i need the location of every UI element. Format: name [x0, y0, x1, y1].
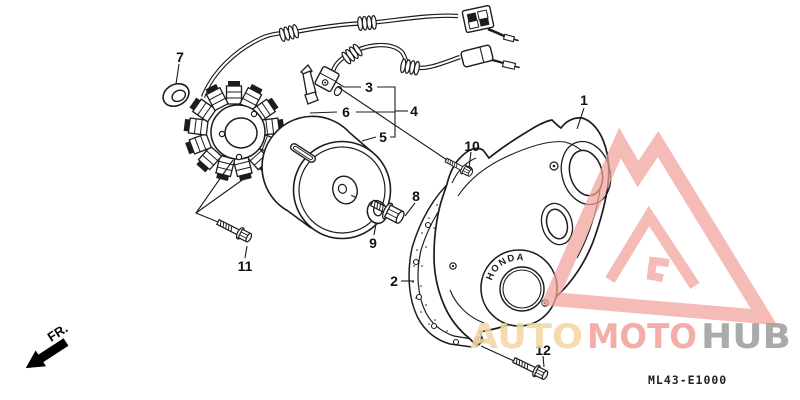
wire-grommet [399, 58, 421, 76]
fr-label: FR. [45, 321, 71, 345]
harness-connector-lower [460, 44, 520, 70]
flange-bolt-8 [369, 199, 405, 224]
diagram-code: ML43-E1000 [648, 373, 727, 387]
wire-grommet [356, 14, 378, 32]
generator-cover: HONDA [433, 117, 612, 348]
stator-wire-harness [200, 13, 461, 98]
wire-grommet [277, 23, 301, 43]
watermark-word-moto: MOTO [587, 317, 697, 357]
leader-lines [175, 63, 585, 368]
harness-connector-upper [461, 5, 519, 43]
rotor-flywheel [261, 115, 392, 240]
part-label-7: 7 [176, 49, 184, 65]
watermark-wordmark: AUTO MOTO HUB [470, 317, 791, 357]
part-label-9: 9 [369, 235, 377, 251]
pulse-generator-sensor [299, 63, 343, 105]
watermark-logo [540, 127, 778, 326]
part-label-10: 10 [464, 138, 480, 154]
part-label-3: 3 [365, 79, 373, 95]
part-label-4: 4 [410, 103, 418, 119]
part-label-1: 1 [580, 92, 588, 108]
watermark-word-auto: AUTO [470, 317, 583, 357]
part-label-2: 2 [390, 273, 398, 289]
grommet-ring-part [162, 82, 190, 108]
wire-grommet [339, 42, 365, 66]
watermark-word-hub: HUB [701, 317, 791, 357]
part-label-11: 11 [238, 258, 253, 274]
part-label-8: 8 [412, 188, 420, 204]
fr-direction-arrow: FR. [25, 321, 71, 369]
part-label-12: 12 [535, 342, 551, 358]
stator-assembly [182, 80, 286, 182]
bolt-11 [214, 215, 254, 245]
bolt-12 [510, 353, 551, 383]
part-label-6: 6 [342, 104, 350, 120]
part-label-5: 5 [379, 129, 387, 145]
